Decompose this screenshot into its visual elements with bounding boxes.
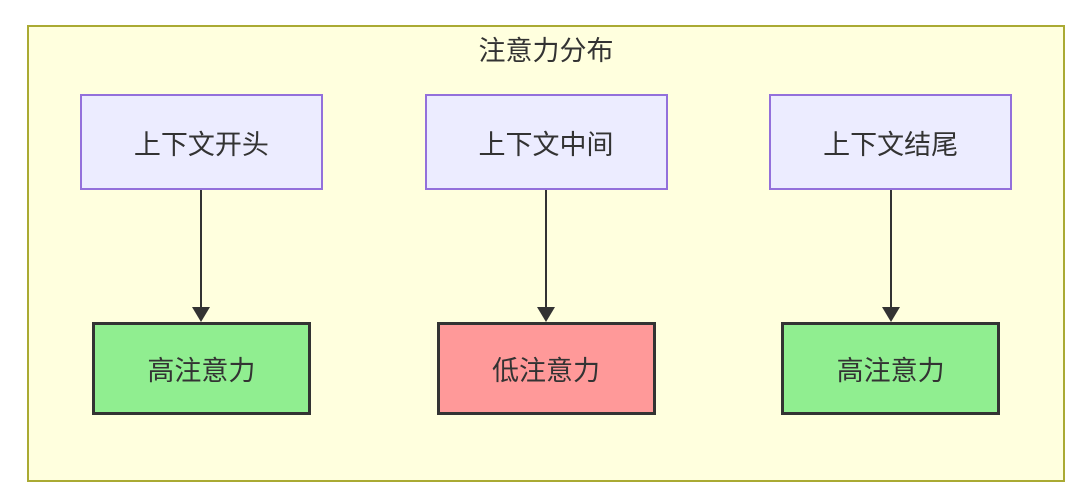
flow-column-context-middle: 上下文中间 低注意力 [374,94,719,415]
subgraph-attention-distribution: 注意力分布 上下文开头 高注意力 上下文中间 低注意力 [27,25,1065,482]
flow-columns: 上下文开头 高注意力 上下文中间 低注意力 上下文结 [29,94,1063,415]
node-label: 高注意力 [147,356,256,386]
node-high-attention-left: 高注意力 [91,322,311,415]
node-label: 高注意力 [836,356,945,386]
node-label: 低注意力 [492,356,600,386]
diagram-title: 注意力分布 [478,36,614,66]
arrow-head-icon [192,307,211,322]
flow-column-context-end: 上下文结尾 高注意力 [718,94,1063,415]
arrow-head-icon [537,307,555,322]
node-label: 上下文开头 [133,129,269,160]
arrow-down [192,190,211,322]
node-context-beginning: 上下文开头 [79,94,323,190]
arrow-line [889,190,892,307]
arrow-down [881,190,900,322]
node-context-middle: 上下文中间 [424,94,668,190]
arrow-head-icon [881,307,900,322]
arrow-line [200,190,203,307]
node-label: 上下文结尾 [823,129,959,160]
node-context-end: 上下文结尾 [769,94,1013,190]
node-label: 上下文中间 [478,129,614,160]
node-high-attention-right: 高注意力 [781,322,1001,415]
arrow-line [545,190,547,307]
arrow-down [537,190,555,322]
flow-column-context-beginning: 上下文开头 高注意力 [29,94,374,415]
node-low-attention: 低注意力 [436,322,656,415]
